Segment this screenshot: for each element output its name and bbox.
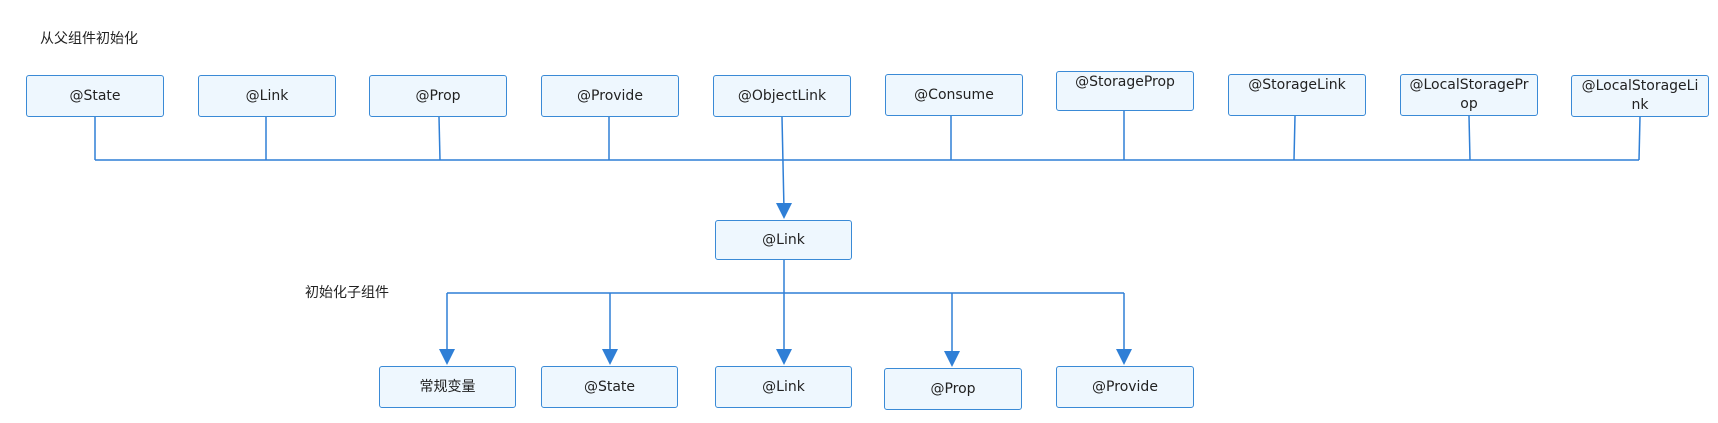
objectlink-to-center-line [781, 116, 785, 211]
arrow-to-child-node [944, 351, 960, 367]
parent-connector-line [438, 116, 441, 161]
parent-node-storagelink: @StorageLink [1228, 74, 1366, 116]
node-label: @Prop [415, 87, 461, 104]
node-label: @State [69, 87, 121, 104]
arrow-to-child-node [776, 349, 792, 365]
node-label: @LocalStorageLink [1581, 78, 1699, 113]
child-node-link: @Link [715, 366, 852, 408]
node-label: @Provide [1092, 378, 1158, 395]
parent-node-link: @Link [198, 75, 336, 117]
child-node-provide: @Provide [1056, 366, 1194, 408]
parent-node-localstorageprop: @LocalStorageProp [1400, 74, 1538, 116]
parent-node-localstoragelink: @LocalStorageLink [1571, 75, 1709, 117]
node-label: @Prop [930, 380, 976, 397]
child-init-label: 初始化子组件 [305, 285, 389, 301]
parent-node-provide: @Provide [541, 75, 679, 117]
parent-node-state: @State [26, 75, 164, 117]
node-label: 常规变量 [419, 378, 476, 395]
parent-connector-line [1468, 115, 1471, 161]
node-label: @LocalStorageProp [1409, 77, 1529, 112]
parent-node-objectlink: @ObjectLink [713, 75, 851, 117]
child-node-regular-variable: 常规变量 [379, 366, 516, 408]
arrow-to-child-node [602, 349, 618, 365]
parent-init-label: 从父组件初始化 [40, 31, 138, 47]
parent-node-storageprop: @StorageProp [1056, 71, 1194, 111]
node-label: @Link [762, 231, 805, 248]
parent-connector-line [1293, 115, 1296, 161]
child-node-state: @State [541, 366, 678, 408]
arrow-to-child-node [439, 349, 455, 365]
node-label: @Link [762, 378, 805, 395]
arrow-to-child-node [1116, 349, 1132, 365]
parent-connector-line [1638, 116, 1641, 161]
arrow-to-center-node [776, 203, 792, 219]
node-label: @Provide [577, 87, 643, 104]
parent-node-prop: @Prop [369, 75, 507, 117]
node-label: @State [583, 378, 636, 395]
node-label: @StorageLink [1248, 77, 1346, 93]
node-label: @Link [245, 87, 289, 104]
node-label: @ObjectLink [737, 87, 827, 104]
parent-node-consume: @Consume [885, 74, 1023, 116]
node-label: @StorageProp [1075, 74, 1175, 90]
node-label: @Consume [914, 86, 994, 103]
child-node-prop: @Prop [884, 368, 1022, 410]
center-node-link: @Link [715, 220, 852, 260]
